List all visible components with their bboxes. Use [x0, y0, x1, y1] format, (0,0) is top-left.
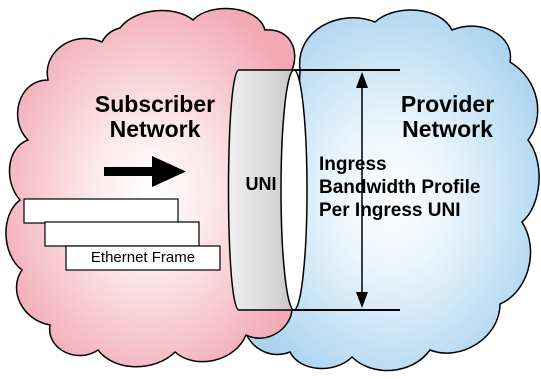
ethernet-frame-back	[23, 198, 179, 224]
ethernet-frame-middle	[44, 221, 200, 247]
subscriber-cloud	[5, 7, 296, 368]
provider-network-label: Provider Network	[375, 92, 520, 142]
uni-label: UNI	[245, 174, 277, 194]
bandwidth-profile-label: Ingress Bandwidth Profile Per Ingress UN…	[319, 153, 481, 222]
subscriber-network-line2: Network	[109, 116, 201, 142]
bandwidth-profile-line1: Ingress	[319, 154, 387, 175]
provider-network-line1: Provider	[400, 91, 495, 117]
bandwidth-profile-line2: Bandwidth Profile	[319, 177, 481, 198]
uni-cylinder	[227, 69, 308, 311]
subscriber-network-label: Subscriber Network	[60, 92, 250, 142]
provider-network-line2: Network	[402, 116, 493, 142]
provider-cloud	[243, 9, 540, 372]
arrow-right-icon	[104, 156, 186, 187]
bandwidth-profile-line3: Per Ingress UNI	[319, 200, 461, 221]
subscriber-network-line1: Subscriber	[94, 91, 216, 117]
ethernet-frame-label: Ethernet Frame	[90, 249, 196, 266]
bandwidth-double-arrow	[356, 72, 368, 308]
ethernet-frame-front	[65, 245, 221, 271]
